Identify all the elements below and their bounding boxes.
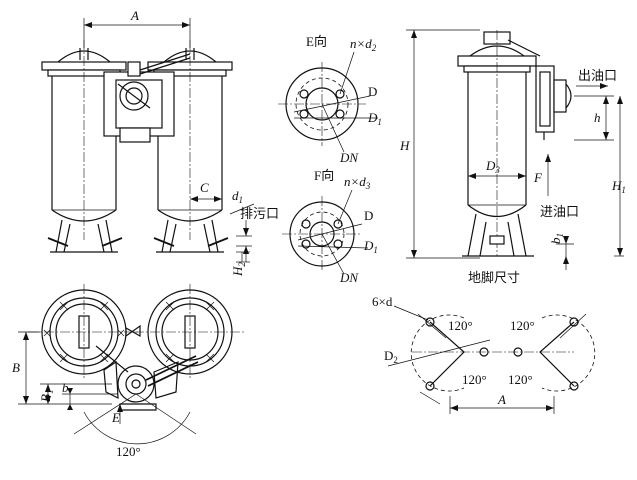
label-inlet: 进油口: [540, 205, 579, 220]
label-b1: B1: [38, 390, 55, 402]
label-f-arrow: F: [533, 170, 543, 185]
label-ang-d: 120°: [508, 372, 533, 387]
label-d2: D2: [384, 348, 398, 365]
label-h: H: [399, 138, 410, 153]
label-d3: D3: [485, 158, 500, 175]
label-d1: d1: [232, 188, 243, 205]
label-6xd: 6×d: [372, 294, 393, 309]
label-outlet: 出油口: [578, 69, 617, 84]
label-n-d2: n×d2: [350, 36, 377, 53]
label-e-view: E向: [306, 34, 327, 49]
label-d-e: D: [368, 84, 377, 99]
label-b-small: b: [62, 380, 69, 395]
label-n-d3: n×d3: [344, 174, 371, 191]
label-drain: 排污口: [240, 207, 279, 222]
label-dn-e: DN: [339, 150, 359, 165]
label-foot-size: 地脚尺寸: [468, 270, 520, 286]
label-ang-a: 120°: [448, 318, 473, 333]
f-view: F向 n×d3 D D1 DN: [282, 168, 378, 285]
label-c: C: [200, 180, 209, 195]
label-d1-f: D1: [363, 238, 378, 255]
top-view: 120° E B B1 b: [12, 284, 246, 459]
label-f-view: F向: [314, 168, 334, 183]
label-dn-f: DN: [339, 270, 359, 285]
label-ang-c: 120°: [510, 318, 535, 333]
label-ang-b: 120°: [462, 372, 487, 387]
foot-layout: 120° 120° 120° 120° 6×d D2 A: [372, 294, 596, 414]
label-b1-right: b1: [548, 233, 565, 244]
label-h-small: h: [594, 110, 601, 125]
label-b-big: B: [12, 360, 20, 375]
label-e-arrow: E: [111, 410, 120, 425]
e-view: E向 n×d2 D D1 DN: [278, 34, 382, 165]
front-view: C d1 排污口 H2 A: [41, 8, 279, 277]
side-view: H 出油口 h H1: [399, 29, 626, 286]
label-h1: H1: [611, 178, 626, 195]
label-a-top: A: [130, 8, 139, 23]
label-d1-e: D1: [367, 110, 382, 127]
label-ang-bottom: 120°: [116, 444, 141, 459]
label-d-f: D: [364, 208, 373, 223]
label-h2: H2: [230, 262, 247, 277]
label-a-bottom: A: [497, 392, 506, 407]
